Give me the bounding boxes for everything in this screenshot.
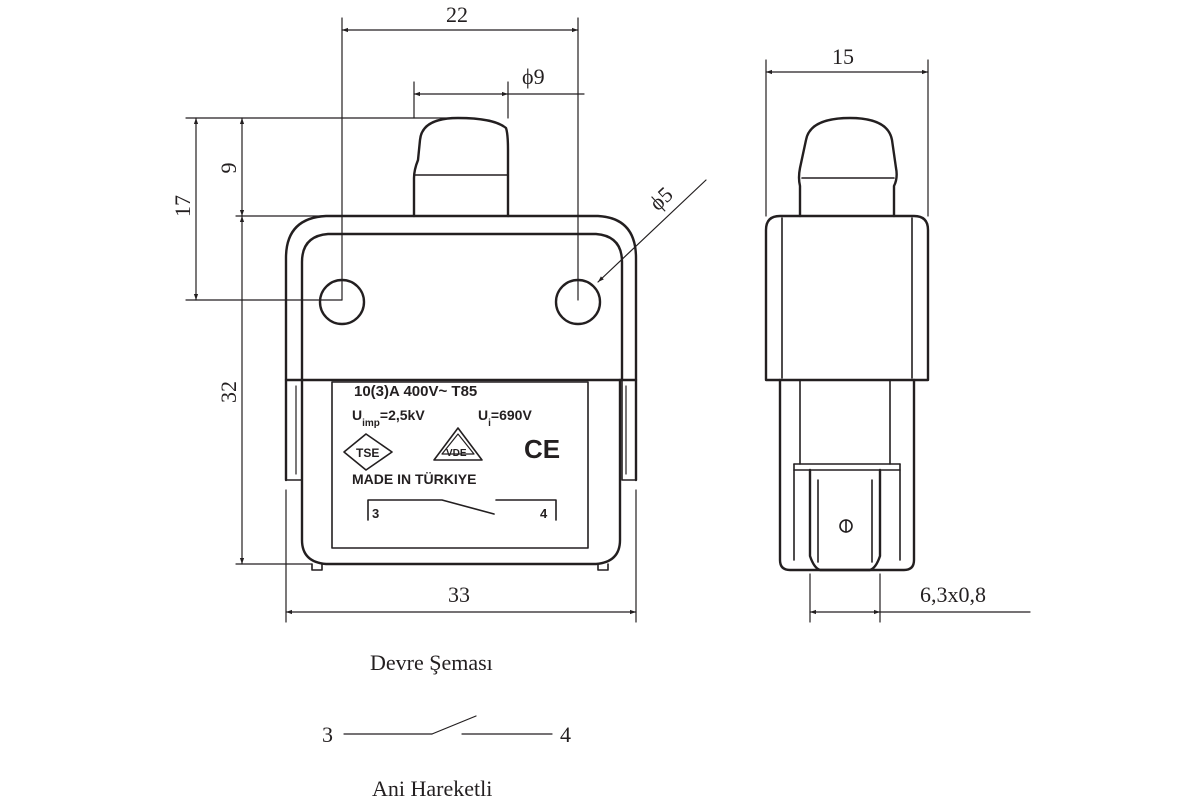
right-tab (621, 379, 637, 481)
side-push-button (797, 116, 898, 218)
ce-mark: CE (524, 434, 560, 464)
svg-text:Uimp=2,5kV: Uimp=2,5kV (352, 407, 425, 429)
inner-frame (300, 232, 624, 382)
side-terminal (808, 468, 882, 572)
dim-32: 32 (216, 215, 313, 565)
svg-text:15: 15 (832, 44, 854, 69)
switch-body (300, 378, 622, 566)
svg-text:32: 32 (216, 381, 241, 403)
side-upper-body (764, 214, 930, 382)
dim-phi9: ϕ9 (413, 64, 585, 119)
outer-frame (284, 214, 638, 482)
svg-text:17: 17 (170, 195, 195, 217)
svg-text:TSE: TSE (356, 446, 379, 460)
dim-33: 33 (285, 489, 637, 623)
schematic-title: Devre Şeması (370, 650, 493, 675)
tse-mark: TSE (343, 433, 393, 471)
svg-text:9: 9 (216, 163, 241, 174)
dim-15: 15 (765, 44, 929, 217)
push-button (412, 116, 510, 218)
dim-terminal: 6,3x0,8 (809, 573, 1031, 623)
dim-22: 22 (341, 2, 579, 301)
left-tab (285, 379, 303, 481)
schematic-caption: Ani Hareketli (372, 776, 492, 800)
switch-contact (431, 715, 477, 735)
circuit-schematic: Devre Şeması 3 4 Ani Hareketli (322, 650, 571, 800)
label-plate (331, 381, 589, 549)
svg-text:ϕ5: ϕ5 (644, 182, 678, 216)
rating-text: 10(3)A 400V~ T85 (354, 383, 477, 400)
svg-text:VDE: VDE (446, 448, 467, 459)
svg-text:Ui=690V: Ui=690V (478, 407, 532, 429)
plate-circuit: 3 4 (367, 499, 557, 521)
terminal-3-label: 3 (322, 722, 333, 747)
dim-phi5: ϕ5 (597, 179, 707, 283)
svg-text:ϕ9: ϕ9 (522, 64, 545, 89)
front-view: 10(3)A 400V~ T85 Uimp=2,5kV Ui=690V TSE … (170, 2, 707, 623)
svg-text:3: 3 (372, 506, 379, 521)
terminal-4-label: 4 (560, 722, 571, 747)
svg-text:22: 22 (446, 2, 468, 27)
side-view: 15 6,3x0,8 (764, 44, 1031, 623)
vde-mark: VDE (433, 427, 483, 461)
svg-text:6,3x0,8: 6,3x0,8 (920, 582, 986, 607)
dim-heights: 17 9 (170, 117, 461, 301)
svg-text:33: 33 (448, 582, 470, 607)
made-in-text: MADE IN TÜRKIYE (352, 471, 476, 487)
svg-text:4: 4 (540, 506, 548, 521)
